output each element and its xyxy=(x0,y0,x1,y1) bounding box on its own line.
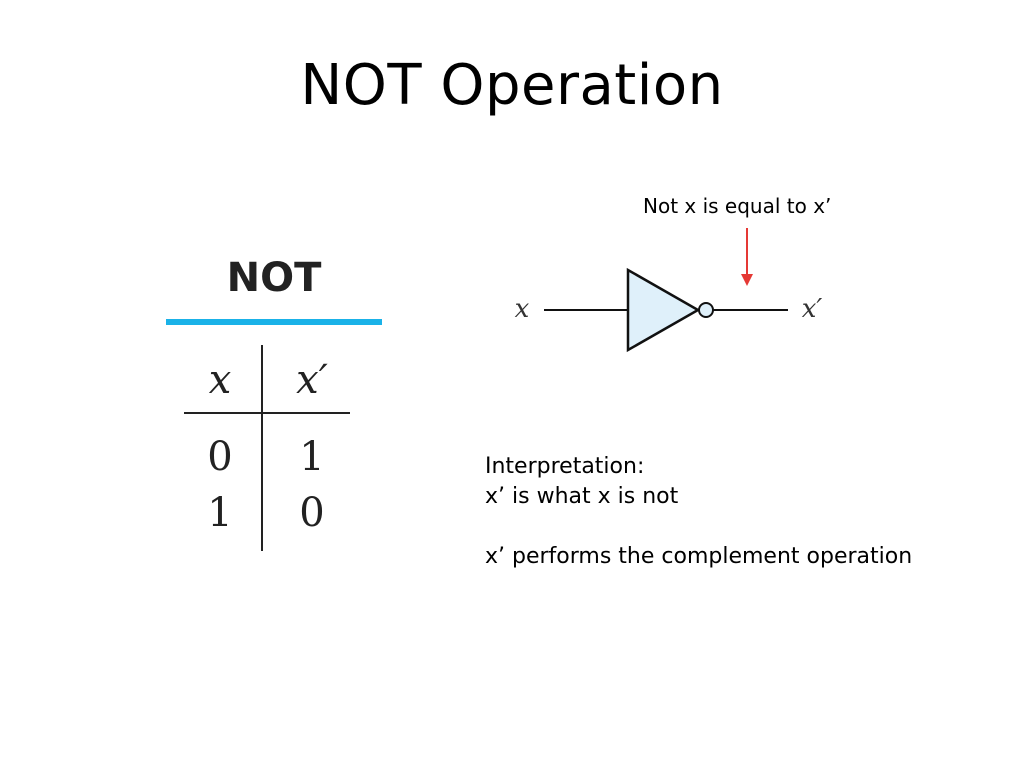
gate-annotation: Not x is equal to x’ xyxy=(643,194,832,218)
truth-table-cell-r0-x-prime: 1 xyxy=(299,434,325,480)
not-gate-triangle xyxy=(626,267,701,353)
gate-output-label: x′ xyxy=(802,294,823,324)
interpretation-spacer xyxy=(485,512,912,542)
interpretation-heading: Interpretation: xyxy=(485,454,645,479)
truth-table-cell-r0-x: 0 xyxy=(207,434,233,480)
truth-table-header-divider xyxy=(184,412,350,414)
slide-title: NOT Operation xyxy=(300,53,724,118)
interpretation-text: Interpretation: x’ is what x is not x’ p… xyxy=(485,452,912,572)
interpretation-line-1: x’ is what x is not xyxy=(485,484,679,509)
truth-table-header-x-prime: x′ xyxy=(296,357,328,403)
truth-table-header-x: x xyxy=(208,357,232,403)
truth-table-column-divider xyxy=(261,345,263,551)
not-gate-diagram: x x′ xyxy=(515,228,823,353)
truth-table-caption: NOT xyxy=(226,255,322,301)
truth-table: x x′ xyxy=(180,345,355,555)
truth-table-cell-r1-x-prime: 0 xyxy=(299,490,325,536)
annotation-arrow-head xyxy=(741,274,753,286)
gate-input-label: x xyxy=(515,294,530,324)
interpretation-line-2: x’ performs the complement operation xyxy=(485,544,913,569)
caption-underline xyxy=(166,319,382,325)
truth-table-cell-r1-x: 1 xyxy=(207,490,233,536)
not-gate-bubble xyxy=(698,302,714,318)
